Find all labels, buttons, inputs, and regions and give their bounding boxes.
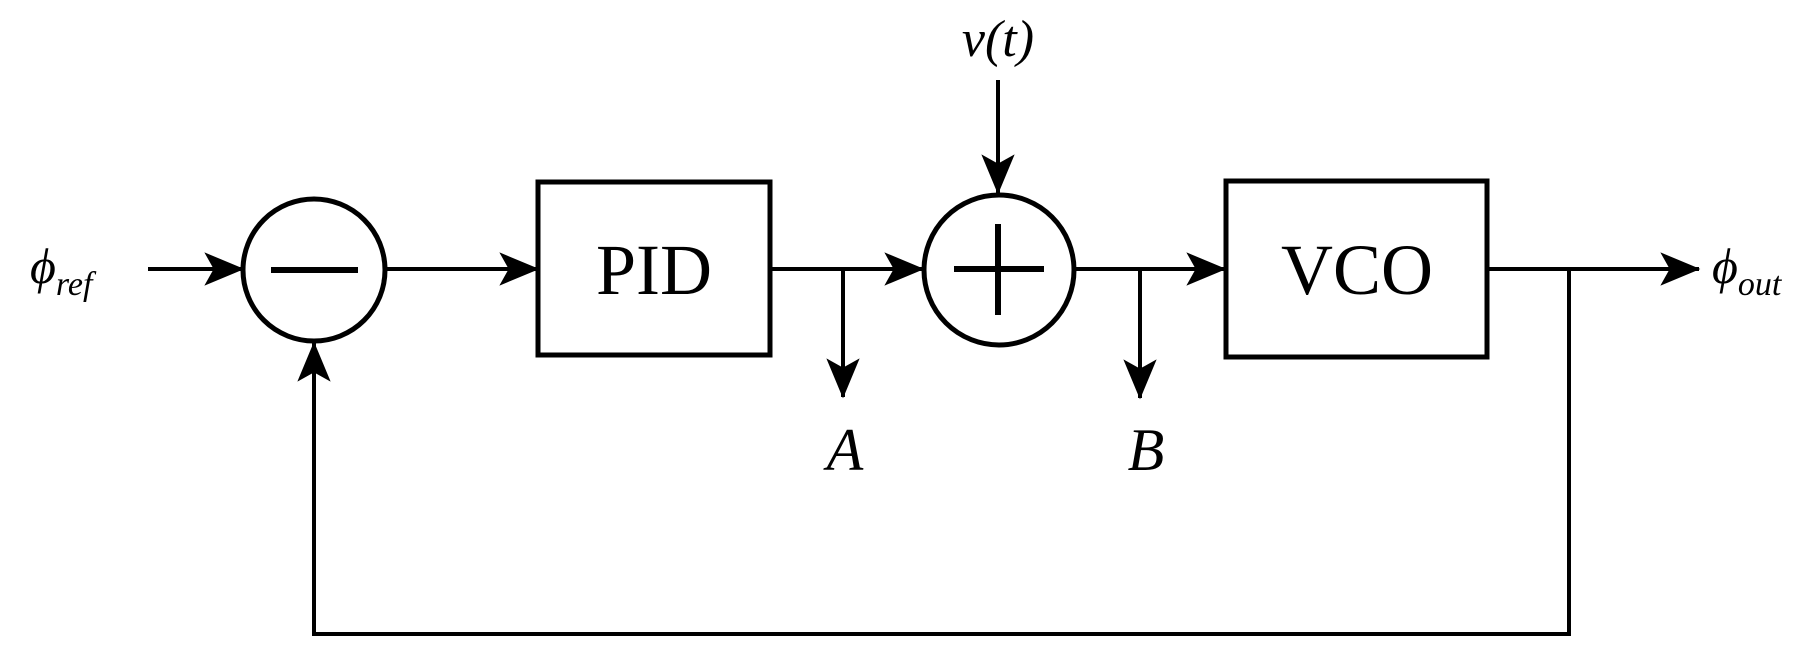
pid-block-label: PID (596, 230, 712, 310)
noise-input-label: v(t) (962, 11, 1034, 68)
tap-b-label: B (1128, 417, 1165, 483)
vco-block-box (1223, 178, 1490, 360)
tap-a-label: A (823, 417, 864, 483)
feedback-path-arrow (297, 269, 1571, 636)
pid-block-box (535, 179, 773, 358)
reference-input-label: ϕref (30, 238, 97, 303)
output-label: ϕout (1712, 238, 1783, 303)
vco-block-label: VCO (1281, 230, 1433, 310)
